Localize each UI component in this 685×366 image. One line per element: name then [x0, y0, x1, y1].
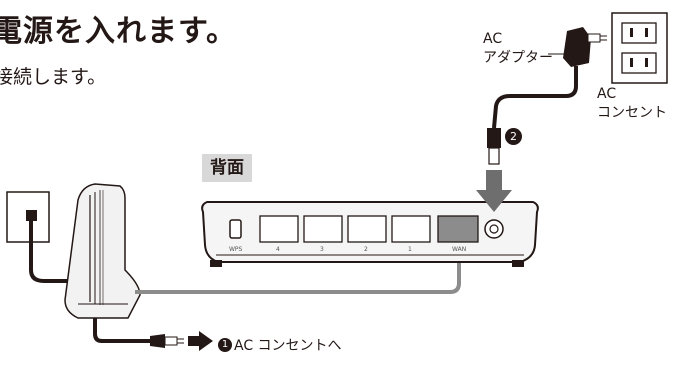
- ac-adapter-label-line: AC: [483, 31, 503, 47]
- lan-port-label: 2: [364, 246, 368, 253]
- wall-to-modem-cable: [29, 221, 72, 283]
- ac-outlet-label: AC コンセント: [597, 85, 667, 123]
- adapter-cable: [492, 66, 578, 129]
- lan-port-label: 4: [276, 246, 280, 253]
- modem-power-plug: [150, 334, 184, 348]
- arrow-to-outlet: [188, 331, 213, 351]
- ac-outlet-label-line: コンセント: [597, 105, 667, 121]
- arrow-to-power-port: [476, 170, 512, 212]
- modem-to-router-cable: [135, 236, 461, 294]
- ac-outlet: [611, 12, 668, 84]
- wps-port-label: WPS: [229, 246, 243, 253]
- ac-adapter-label: AC アダプター: [483, 30, 553, 68]
- lan-port-label: 1: [408, 246, 412, 253]
- router-device: [201, 201, 539, 267]
- step-2-marker: 2: [505, 128, 522, 145]
- rear-panel-label: 背面: [202, 154, 252, 182]
- instruction-text: 接続します。: [0, 66, 107, 88]
- dc-plug: [487, 128, 501, 165]
- ac-adapter-label-line: アダプター: [483, 50, 553, 66]
- step-1-label: AC コンセントへ: [234, 338, 342, 354]
- wan-port-label: WAN: [452, 246, 467, 253]
- wall-lan-jack: [6, 191, 50, 243]
- ac-outlet-label-line: AC: [597, 86, 617, 102]
- modem-device: [64, 183, 141, 319]
- lan-port-label: 3: [320, 246, 324, 253]
- ac-adapter: [563, 27, 607, 67]
- step-1-marker: 1: [218, 338, 232, 352]
- page-title: 電源を入れます。: [0, 14, 237, 49]
- modem-power-cable: [93, 318, 157, 343]
